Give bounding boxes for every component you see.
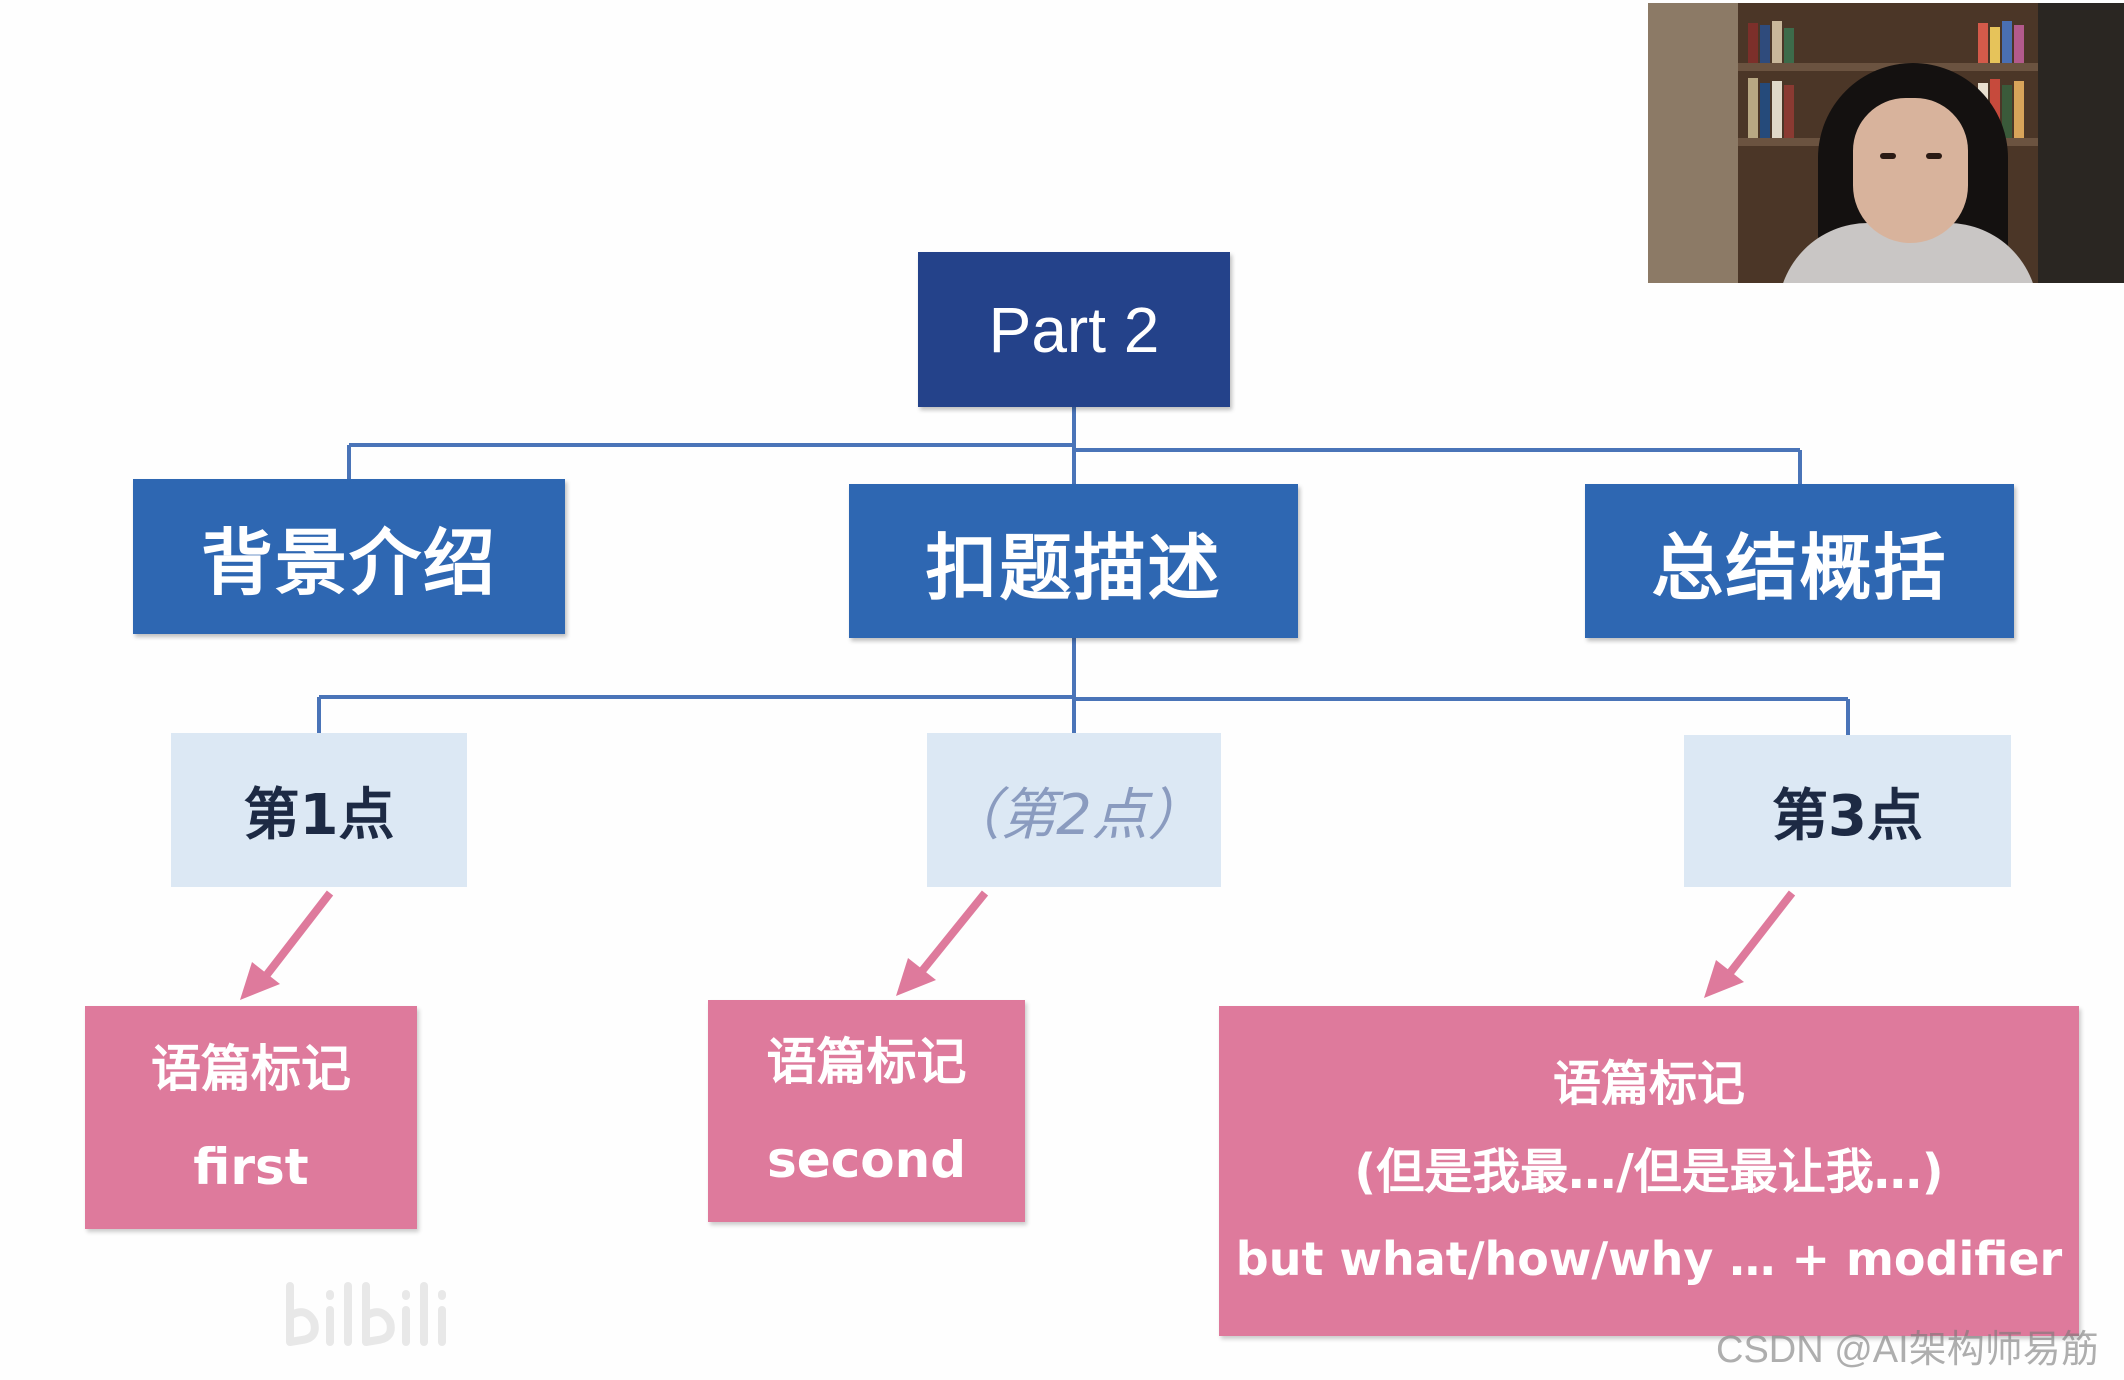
marker-box-second: 语篇标记 second: [708, 1000, 1025, 1222]
node-part-2-label: Part 2: [988, 293, 1160, 366]
marker-box-first-text: first: [193, 1137, 309, 1196]
marker-box-first-title: 语篇标记: [151, 1039, 351, 1098]
node-point-1: 第1点: [171, 733, 467, 887]
node-point-2: （第2点）: [927, 733, 1221, 887]
presenter-face: [1853, 98, 1968, 243]
csdn-watermark: CSDN @AI架构师易筋: [1716, 1329, 2099, 1371]
node-background-intro: 背景介绍: [133, 479, 565, 634]
marker-box-third-cn: (但是我最…/但是最让我…): [1354, 1144, 1944, 1200]
presenter-video: [1648, 3, 2124, 283]
node-topic-description-label: 扣题描述: [925, 525, 1222, 610]
node-summary-label: 总结概括: [1651, 525, 1948, 610]
root-connector: [347, 407, 1802, 484]
node-point-1-label: 第1点: [243, 782, 395, 848]
node-topic-description: 扣题描述: [849, 484, 1298, 638]
node-point-3-label: 第3点: [1772, 783, 1923, 849]
node-point-3: 第3点: [1684, 735, 2011, 887]
arrow-point-2: [896, 890, 989, 996]
marker-box-third-en: but what/how/why … + modifier: [1235, 1232, 2063, 1286]
node-summary: 总结概括: [1585, 484, 2014, 638]
arrow-point-1: [240, 890, 334, 1000]
marker-box-third: 语篇标记 (但是我最…/但是最让我…) but what/how/why … +…: [1219, 1006, 2079, 1336]
arrow-point-3: [1704, 890, 1796, 998]
node-background-intro-label: 背景介绍: [200, 521, 497, 605]
marker-box-first: 语篇标记 first: [85, 1006, 417, 1229]
node-point-2-label: （第2点）: [944, 782, 1204, 848]
bilibili-logo-watermark: [286, 1282, 446, 1346]
node-part-2: Part 2: [918, 252, 1230, 407]
marker-box-second-title: 语篇标记: [766, 1033, 967, 1091]
marker-box-second-text: second: [766, 1131, 967, 1189]
level1-connector: [317, 638, 1850, 735]
marker-box-third-title: 语篇标记: [1552, 1056, 1745, 1112]
